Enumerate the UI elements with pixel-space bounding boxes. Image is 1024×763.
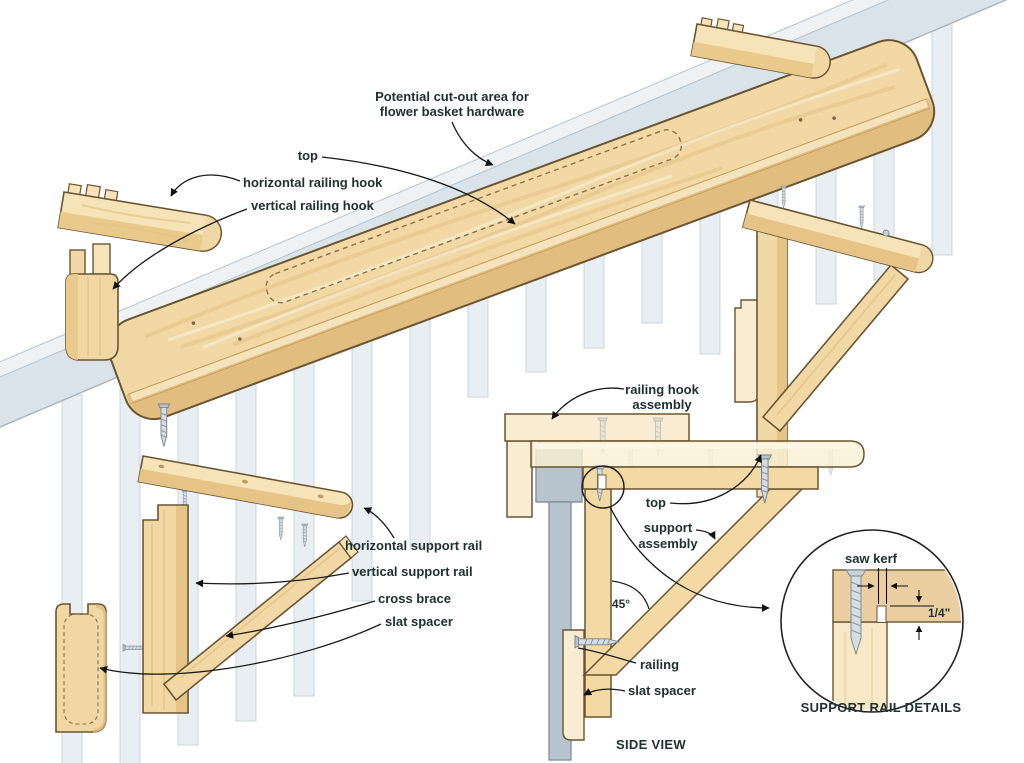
label-horizontal-support-rail: horizontal support rail bbox=[345, 538, 482, 553]
railing-hook-horizontal bbox=[57, 183, 222, 252]
leader-lines bbox=[99, 121, 770, 696]
leader-hook-assembly bbox=[551, 387, 625, 420]
side-view bbox=[504, 413, 865, 761]
label-top: top bbox=[298, 148, 318, 163]
leader-horizontal-hook bbox=[170, 174, 241, 197]
screw-head bbox=[882, 229, 890, 237]
horizontal-support-rail bbox=[137, 455, 354, 519]
leader-vertical-rail bbox=[195, 572, 350, 588]
label-support-assembly-1: support bbox=[644, 520, 693, 535]
label-railing-hook-assembly-1: railing hook bbox=[625, 382, 699, 397]
label-railing: railing bbox=[640, 657, 679, 672]
leader-vertical-hook bbox=[112, 208, 248, 290]
label-railing-hook-assembly-2: assembly bbox=[632, 397, 692, 412]
support-rail-detail bbox=[780, 529, 964, 713]
railing-hook-top-right bbox=[690, 17, 831, 79]
label-vertical-railing-hook: vertical railing hook bbox=[251, 198, 375, 213]
slat-spacer-left bbox=[55, 603, 107, 733]
cross-brace bbox=[162, 535, 359, 702]
label-horizontal-railing-hook: horizontal railing hook bbox=[243, 175, 383, 190]
leader-top-side bbox=[669, 454, 762, 505]
leader-top bbox=[321, 156, 516, 225]
label-cutout-line1: Potential cut-out area for bbox=[375, 89, 529, 104]
label-slat-spacer: slat spacer bbox=[385, 614, 453, 629]
leader-cross-brace bbox=[225, 600, 376, 639]
horizontal-rail-side bbox=[582, 466, 819, 490]
leader-support-assembly bbox=[695, 529, 716, 540]
label-slat-spacer-side: slat spacer bbox=[628, 683, 696, 698]
leader-detail-circle bbox=[609, 506, 770, 612]
shelf-top bbox=[107, 39, 936, 420]
detail-screw bbox=[845, 569, 867, 656]
leader-horizontal-rail bbox=[363, 507, 395, 539]
caption-side-view: SIDE VIEW bbox=[616, 737, 686, 752]
vertical-support-rail bbox=[142, 504, 189, 714]
leader-railing bbox=[577, 647, 637, 664]
support-assembly-exploded bbox=[55, 403, 359, 733]
pilot-holes bbox=[191, 116, 836, 341]
kerf-dimension bbox=[857, 568, 934, 640]
vertical-rail-side bbox=[584, 488, 612, 718]
screw bbox=[858, 205, 865, 229]
railing-hook-vertical bbox=[65, 243, 119, 361]
slat-spacer-side bbox=[562, 629, 585, 741]
label-cutout-line2: flower basket hardware bbox=[380, 104, 525, 119]
slat-spacer-right bbox=[734, 299, 760, 403]
label-saw-kerf: saw kerf bbox=[845, 551, 898, 566]
caption-support-rail-details: SUPPORT RAIL DETAILS bbox=[801, 700, 962, 715]
kerf-notch-side bbox=[597, 474, 607, 490]
angle-arc bbox=[611, 580, 650, 610]
kerf-callout-circle bbox=[581, 465, 625, 509]
screw bbox=[277, 516, 285, 541]
cross-brace-right bbox=[761, 263, 910, 433]
label-top-side: top bbox=[646, 495, 666, 510]
labels: Potential cut-out area for flower basket… bbox=[243, 89, 961, 752]
leader-cutout bbox=[451, 121, 494, 166]
label-angle-45: 45° bbox=[612, 597, 630, 611]
label-cross-brace: cross brace bbox=[378, 591, 451, 606]
label-vertical-support-rail: vertical support rail bbox=[352, 564, 473, 579]
label-support-assembly-2: assembly bbox=[638, 536, 698, 551]
cutout-area-dashed bbox=[265, 129, 683, 304]
horizontal-support-rail-right bbox=[741, 199, 934, 274]
leader-slat-spacer bbox=[99, 623, 382, 675]
leader-slat-spacer-side bbox=[583, 688, 626, 696]
label-kerf-depth: 1/4" bbox=[928, 606, 950, 620]
saw-kerf-slot bbox=[876, 605, 887, 623]
